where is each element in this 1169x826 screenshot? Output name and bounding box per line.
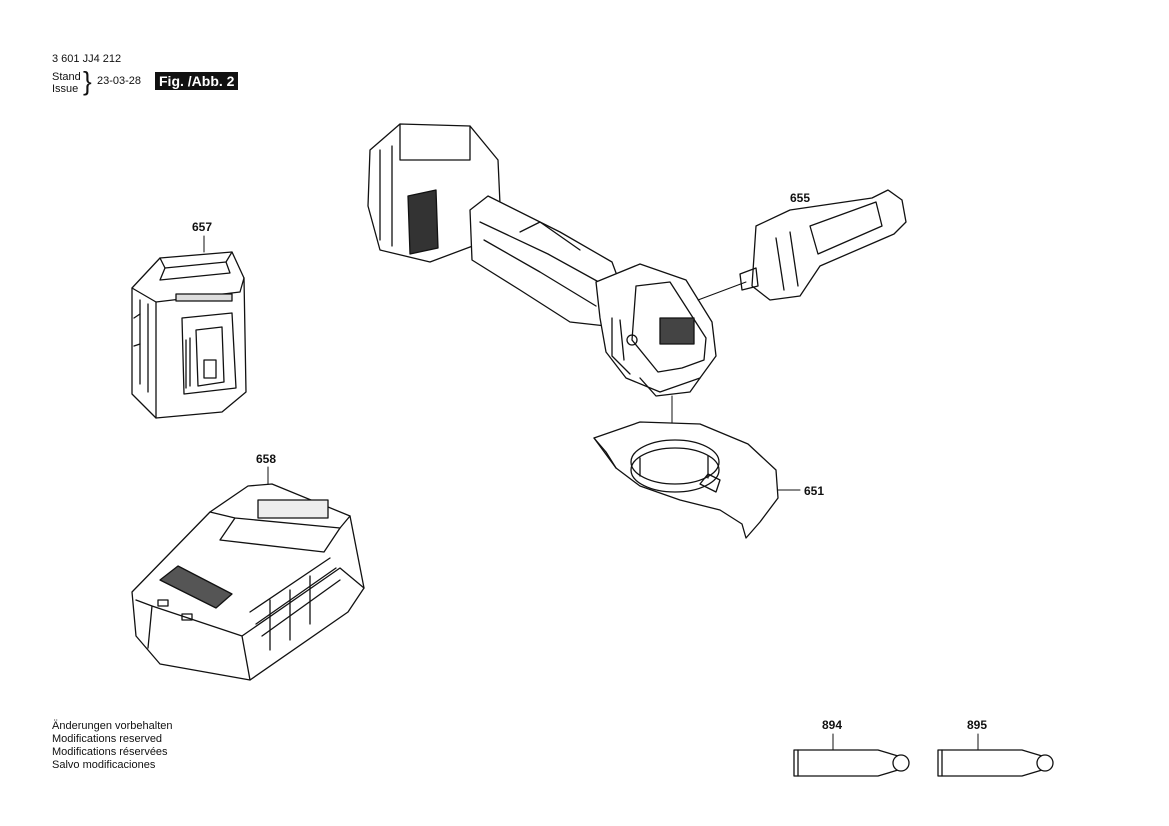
side-handle-drawing xyxy=(697,189,907,301)
modifications-note: Änderungen vorbehalten Modifications res… xyxy=(52,720,172,772)
issue-label: Issue xyxy=(52,83,79,95)
note-fr: Modifications réservées xyxy=(52,746,168,758)
callout-894: 894 xyxy=(822,718,842,732)
brace-glyph: } xyxy=(83,66,92,96)
note-en: Modifications reserved xyxy=(52,733,163,745)
note-es: Salvo modificaciones xyxy=(52,759,156,771)
stand-label: Stand xyxy=(52,71,81,83)
part-number: 3 601 JJ4 212 xyxy=(52,53,122,65)
note-de: Änderungen vorbehalten xyxy=(52,720,173,732)
angle-grinder-drawing xyxy=(367,123,717,471)
callout-655: 655 xyxy=(790,191,810,205)
tube-895-drawing xyxy=(937,733,1054,777)
callout-657: 657 xyxy=(192,220,212,234)
callout-651: 651 xyxy=(804,484,824,498)
tube-894-drawing xyxy=(793,733,910,777)
callout-658: 658 xyxy=(256,452,276,466)
charger-drawing xyxy=(131,483,365,681)
callout-895: 895 xyxy=(967,718,987,732)
stand-issue-labels: Stand Issue xyxy=(52,71,81,95)
issue-date: 23-03-28 xyxy=(97,75,142,87)
guard-drawing xyxy=(593,421,801,539)
battery-pack-drawing xyxy=(131,251,247,419)
figure-label: Fig. /Abb. 2 xyxy=(155,72,239,90)
